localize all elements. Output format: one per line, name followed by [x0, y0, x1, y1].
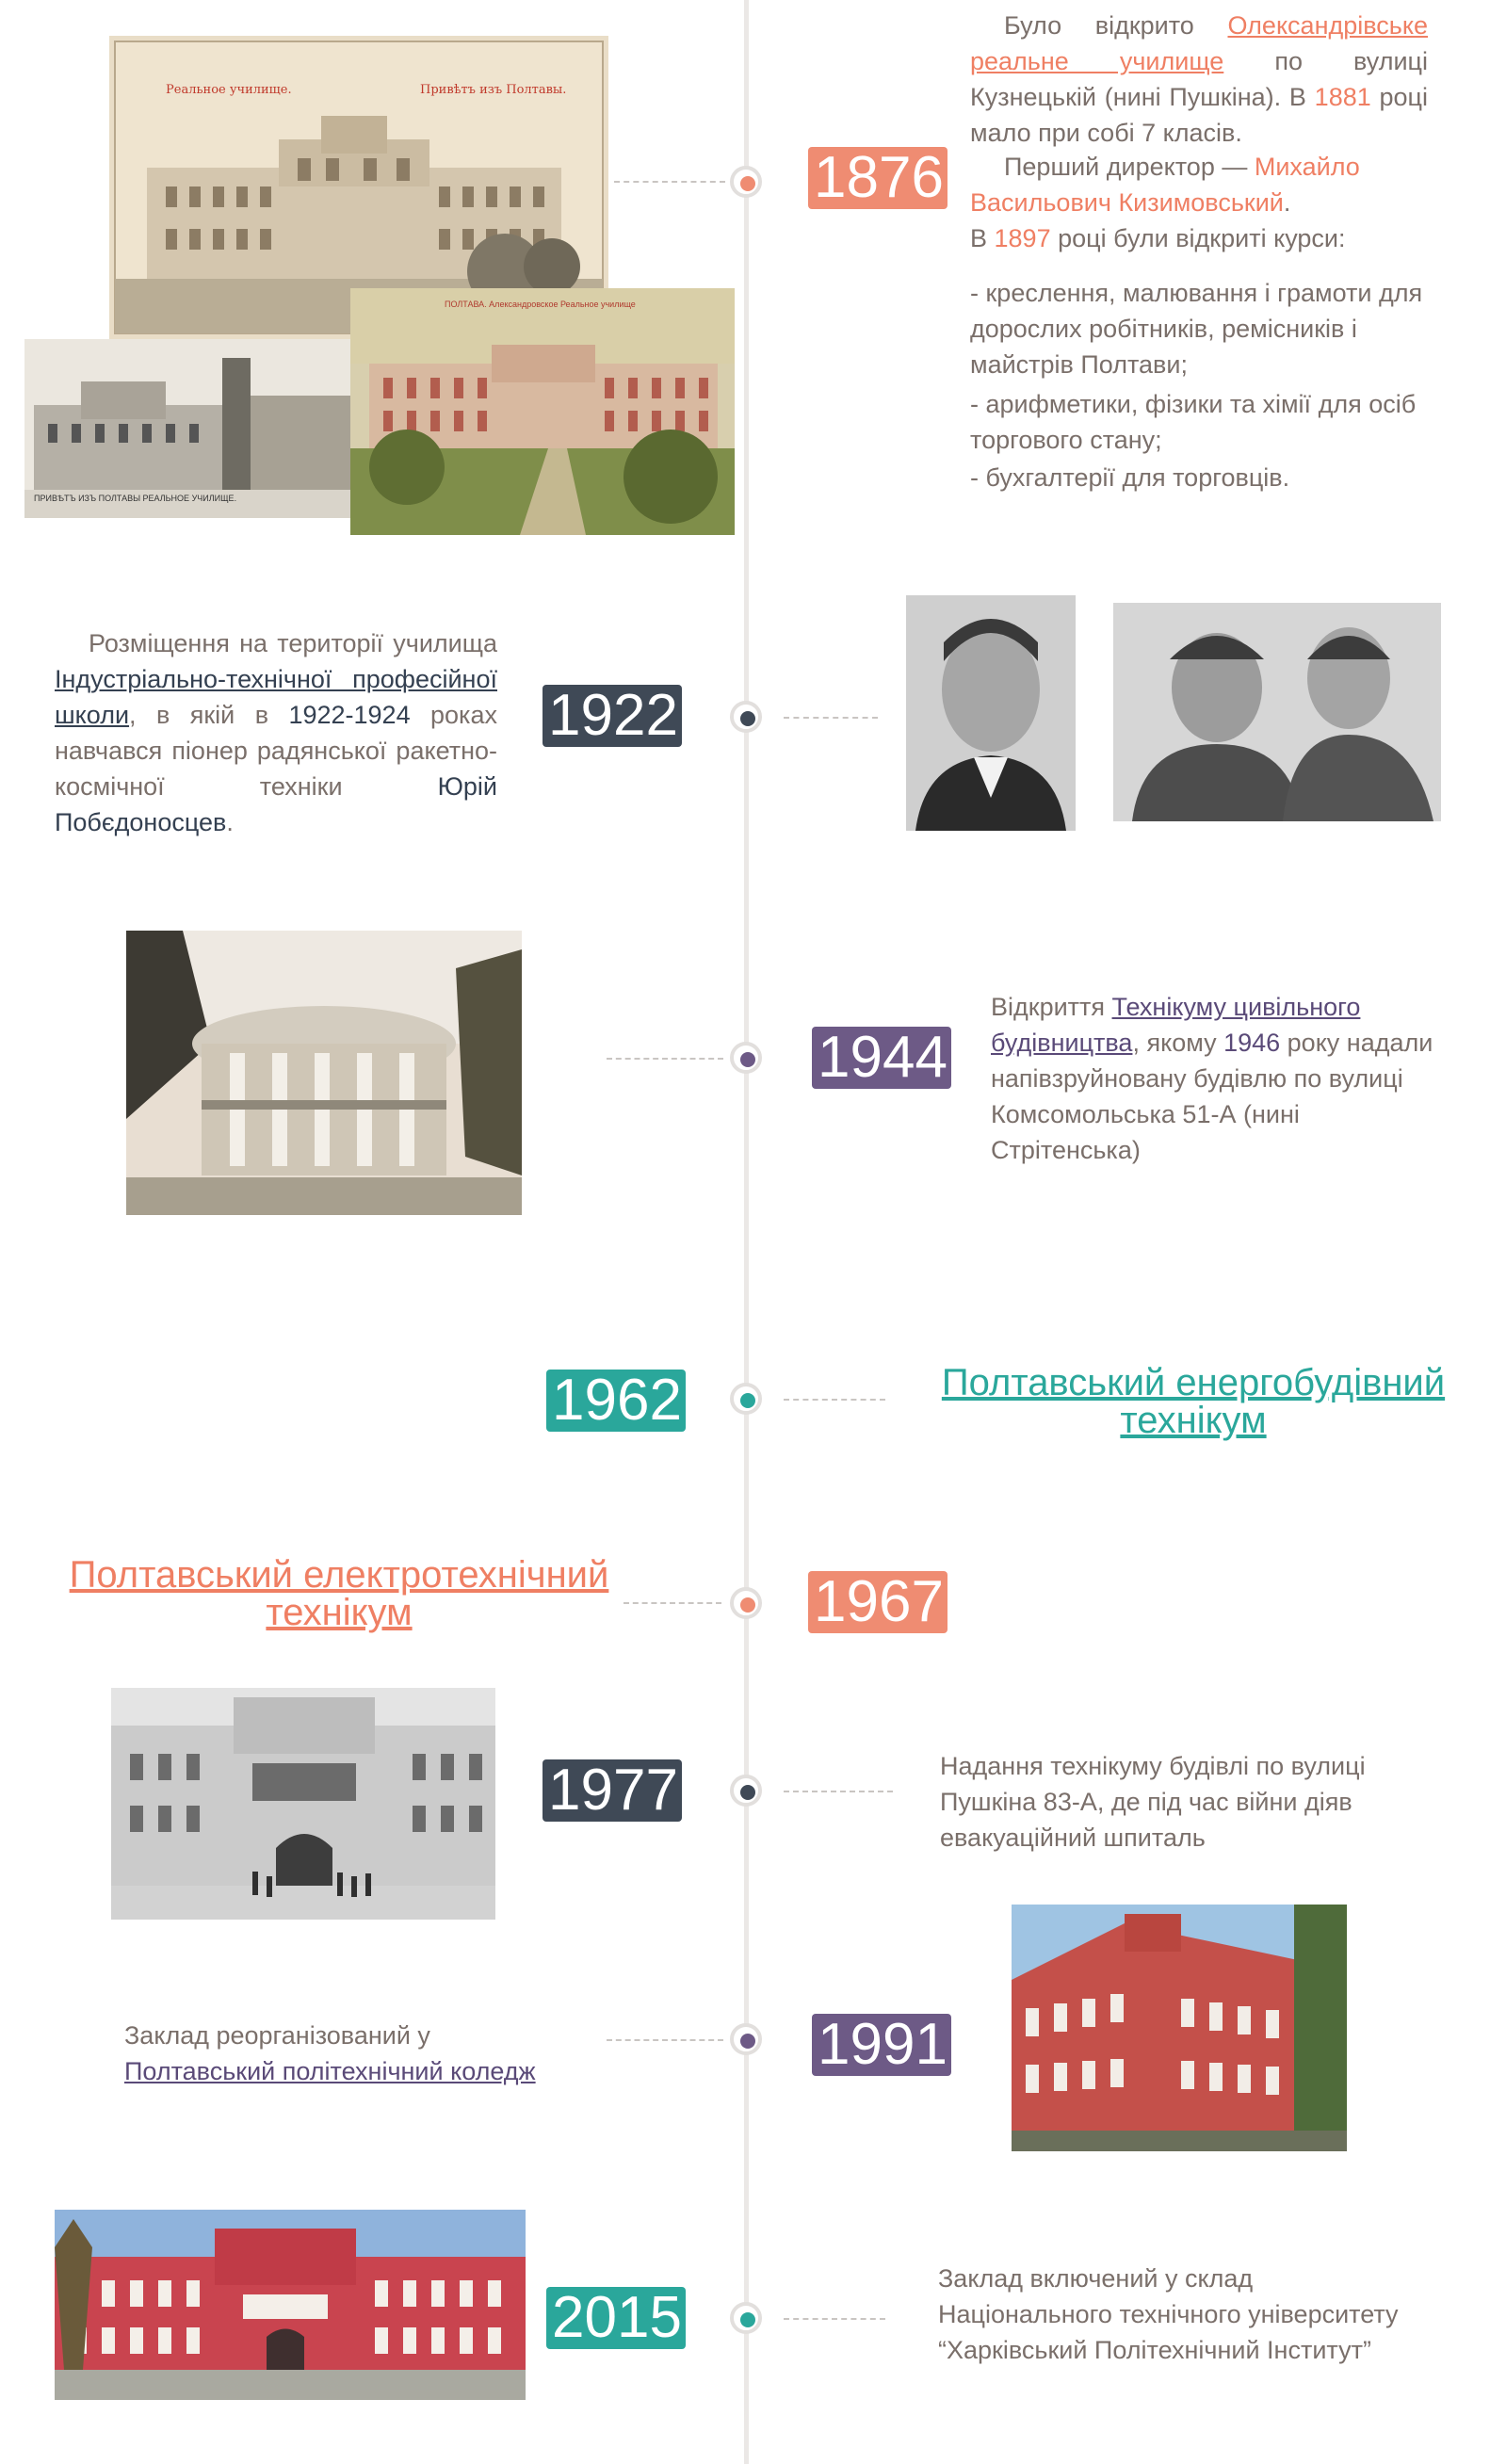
photo-building-2015	[55, 2210, 526, 2400]
connector-1876	[614, 181, 725, 183]
year-1881: 1881	[1314, 83, 1371, 111]
photo-building-1991	[1012, 1905, 1347, 2151]
postcard-caption-top: ПОЛТАВА. Александровское Реальное училищ…	[445, 300, 636, 309]
timeline-node-1967	[730, 1587, 762, 1619]
photo-officers	[1113, 603, 1441, 821]
timeline-node-1876	[730, 166, 762, 198]
text-1944-c: року надали напівзруйновану будівлю по в…	[991, 1029, 1433, 1164]
postcard-caption-bottom: ПРИВѢТЪ ИЗЪ ПОЛТАВЫ РЕАЛЬНОЕ УЧИЛИЩЕ.	[34, 494, 237, 503]
timeline-node-1991	[730, 2023, 762, 2055]
year-badge-1876: 1876	[808, 147, 947, 209]
text-1944-a: Відкриття	[991, 993, 1112, 1021]
photo-building-1977	[111, 1688, 495, 1920]
photo-building-1944	[126, 931, 522, 1215]
text-1876-director: Перший директор — Михайло Васильович Киз…	[970, 149, 1432, 220]
year-badge-1967: 1967	[808, 1571, 947, 1633]
link-civil-engineering[interactable]: Технікуму цивільного будівництва	[991, 993, 1361, 1057]
connector-1967	[624, 1602, 721, 1604]
text-1876-c: році мало при собі 7 класів.	[970, 83, 1428, 147]
course-list-item: - бухгалтерії для торговців.	[970, 463, 1290, 492]
connector-1962	[784, 1399, 885, 1401]
link-industrial-school[interactable]: Індустріально-технічної професійної школ…	[55, 665, 497, 729]
title-1962[interactable]: Полтавський енергобудівний технікум	[941, 1362, 1446, 1441]
text-1922: Розміщення на території училища Індустрі…	[55, 625, 497, 840]
timeline-node-1962	[730, 1383, 762, 1415]
timeline-node-1922	[730, 701, 762, 733]
connector-1977	[784, 1791, 893, 1792]
postcard-real-school: Реальное училище. Привѣтъ изъ Полтавы.	[109, 36, 608, 339]
timeline-node-1944	[730, 1042, 762, 1074]
connector-1991	[607, 2039, 723, 2041]
timeline-line	[744, 0, 749, 2464]
year-1946: 1946	[1223, 1029, 1281, 1057]
year-badge-1944: 1944	[812, 1027, 951, 1089]
text-2015-line3: “Харківський Політехнічний Інститут”	[938, 2336, 1371, 2364]
link-aleksandrivske-school[interactable]: Олександрівське реальне училище	[970, 11, 1428, 75]
year-badge-1991: 1991	[812, 2014, 951, 2076]
title-1967[interactable]: Полтавський електротехнічний технікум	[69, 1554, 609, 1633]
text-1922-b: , в якій в	[129, 701, 289, 729]
text-2015-line1: Заклад включений у склад	[938, 2264, 1254, 2293]
name-pobedonostsev: Юрій Побєдоносцев	[55, 772, 497, 836]
text-courses-a: В	[970, 224, 995, 252]
timeline-node-1977	[730, 1775, 762, 1807]
text-courses-b: році були відкриті курси:	[1050, 224, 1346, 252]
timeline-node-2015	[730, 2302, 762, 2334]
years-1922-1924: 1922-1924	[288, 701, 411, 729]
director-name: Михайло Васильович Кизимовський	[970, 153, 1360, 217]
text-1922-a: Розміщення на території училища	[89, 629, 497, 657]
text-1977: Надання технікуму будівлі по вулиці Пушк…	[940, 1752, 1366, 1852]
postcard-school-bw: ПРИВѢТЪ ИЗЪ ПОЛТАВЫ РЕАЛЬНОЕ УЧИЛИЩЕ.	[24, 339, 364, 518]
postcard-caption-left: Реальное училище.	[166, 83, 292, 97]
link-polytechnic-college[interactable]: Полтавський політехнічний коледж	[124, 2057, 536, 2085]
portrait-pobedonostsev	[906, 595, 1076, 831]
connector-2015	[784, 2318, 885, 2320]
text-1876-a: Було відкрито	[1004, 11, 1228, 40]
text-1944: Відкриття Технікуму цивільного будівницт…	[991, 989, 1443, 1168]
text-2015-line2: Національного технічного університету	[938, 2300, 1399, 2328]
text-director-end: .	[1283, 188, 1291, 217]
course-list-item: - арифметики, фізики та хімії для осіб т…	[970, 390, 1417, 454]
course-list-item: - креслення, малювання і грамоти для дор…	[970, 279, 1423, 379]
connector-1944	[607, 1058, 723, 1060]
year-badge-1922: 1922	[543, 685, 682, 747]
year-badge-1977: 1977	[543, 1759, 682, 1822]
postcard-school-color: ПОЛТАВА. Александровское Реальное училищ…	[350, 288, 735, 535]
text-director-label: Перший директор —	[1004, 153, 1255, 181]
text-1922-d: .	[226, 808, 234, 836]
year-badge-2015: 2015	[546, 2287, 686, 2349]
text-1876-intro: Було відкрито Олександрівське реальне уч…	[970, 8, 1428, 151]
text-1876-b: по вулиці Кузнецькій (нині Пушкіна). В	[970, 47, 1428, 111]
text-1991-a: Заклад реорганізований у	[124, 2021, 430, 2050]
year-1897: 1897	[994, 224, 1051, 252]
year-badge-1962: 1962	[546, 1370, 686, 1432]
connector-1922	[784, 717, 878, 719]
text-1876-courses: В 1897 році були відкриті курси:	[970, 220, 1432, 256]
text-1922-c: роках навчався піонер радянської ракетно…	[55, 701, 497, 801]
text-1991: Заклад реорганізований у Полтавський пол…	[124, 2018, 539, 2089]
text-1944-b: , якому	[1132, 1029, 1224, 1057]
text-2015: Заклад включений у склад Національного т…	[938, 2261, 1475, 2368]
postcard-caption-right: Привѣтъ изъ Полтавы.	[420, 83, 567, 97]
